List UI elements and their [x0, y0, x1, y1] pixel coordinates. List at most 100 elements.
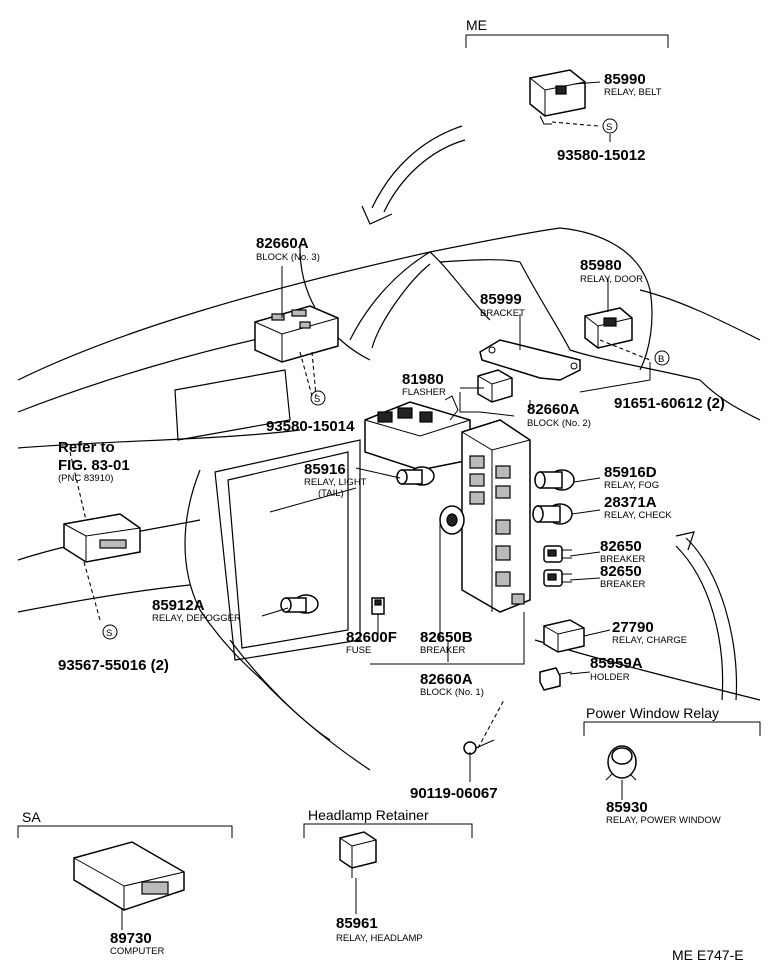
svg-text:RELAY, BELT: RELAY, BELT — [604, 87, 662, 98]
marker-b: B — [654, 350, 670, 366]
label-28371a: 28371A RELAY, CHECK — [604, 494, 672, 521]
svg-text:82660A: 82660A — [527, 401, 580, 418]
svg-text:85961: 85961 — [336, 915, 378, 932]
breaker-round-part — [439, 505, 465, 535]
section-me: ME — [465, 17, 669, 48]
svg-text:90119-06067: 90119-06067 — [410, 785, 498, 802]
computer-sa-part — [73, 841, 185, 911]
section-headlamp-title: Headlamp Retainer — [308, 807, 429, 823]
fuse-part — [371, 597, 385, 615]
label-85916d: 85916D RELAY, FOG — [604, 464, 659, 491]
label-82650b: 82650B BREAKER — [420, 629, 473, 656]
svg-text:85930: 85930 — [606, 799, 648, 816]
holder-part — [539, 667, 573, 691]
relay-check-part — [532, 503, 573, 525]
svg-text:RELAY, FOG: RELAY, FOG — [604, 480, 659, 491]
refer-module-part — [63, 513, 141, 563]
svg-text:85916D: 85916D — [604, 464, 657, 481]
svg-text:82650: 82650 — [600, 538, 642, 555]
label-93580-15012: 93580-15012 — [557, 147, 645, 164]
figure-code: ME E747-E — [672, 947, 744, 963]
relay-belt-part — [529, 69, 599, 127]
svg-text:82650B: 82650B — [420, 629, 473, 646]
svg-text:S: S — [314, 394, 320, 405]
svg-text:81980: 81980 — [402, 371, 444, 388]
svg-text:RELAY, LIGHT: RELAY, LIGHT — [304, 477, 367, 488]
relay-headlamp-part — [339, 831, 377, 878]
svg-text:BREAKER: BREAKER — [600, 579, 646, 590]
svg-text:89730: 89730 — [110, 930, 152, 947]
relay-fog-part — [534, 469, 575, 491]
label-93580-15014: 93580-15014 — [266, 418, 355, 435]
svg-text:RELAY, DOOR: RELAY, DOOR — [580, 274, 643, 285]
svg-text:FLASHER: FLASHER — [402, 387, 446, 398]
label-81980: 81980 FLASHER — [402, 371, 446, 398]
section-headlamp: Headlamp Retainer — [303, 807, 473, 838]
svg-text:FUSE: FUSE — [346, 645, 371, 656]
svg-text:HOLDER: HOLDER — [590, 672, 630, 683]
label-82660a-block1: 82660A BLOCK (No. 1) — [420, 671, 484, 698]
svg-text:FIG. 83-01: FIG. 83-01 — [58, 457, 130, 474]
label-85912a: 85912A RELAY, DEFOGGER — [152, 597, 241, 624]
svg-text:RELAY, CHARGE: RELAY, CHARGE — [612, 635, 687, 646]
label-89730: 89730 COMPUTER — [110, 930, 165, 957]
relay-defogger-part — [280, 594, 319, 614]
label-85916: 85916 RELAY, LIGHT (TAIL) — [304, 461, 367, 499]
label-85990: 85990 RELAY, BELT — [604, 71, 662, 98]
label-27790: 27790 RELAY, CHARGE — [612, 619, 687, 646]
svg-text:93567-55016 (2): 93567-55016 (2) — [58, 657, 169, 674]
svg-text:S: S — [106, 628, 112, 639]
svg-text:BREAKER: BREAKER — [600, 554, 646, 565]
marker-s-1: S — [602, 118, 618, 134]
label-93567: 93567-55016 (2) — [58, 657, 169, 674]
svg-text:S: S — [606, 122, 612, 133]
svg-text:82660A: 82660A — [256, 235, 309, 252]
label-85961: 85961 RELAY, HEADLAMP — [336, 915, 423, 944]
label-82660a-block2: 82660A BLOCK (No. 2) — [527, 401, 591, 429]
breaker-lower-part — [543, 569, 572, 587]
label-85980: 85980 RELAY, DOOR — [580, 257, 643, 285]
svg-text:28371A: 28371A — [604, 494, 657, 511]
svg-text:85980: 85980 — [580, 257, 622, 274]
leader-lines — [69, 81, 651, 930]
block-no3-part — [254, 305, 339, 397]
relay-charge-part — [543, 619, 585, 653]
svg-text:RELAY, HEADLAMP: RELAY, HEADLAMP — [336, 933, 423, 944]
marker-s-3: S — [102, 624, 118, 640]
svg-text:85959A: 85959A — [590, 655, 643, 672]
flasher-part — [477, 369, 513, 403]
label-82660a-block3: 82660A BLOCK (No. 3) — [256, 235, 320, 263]
label-85999: 85999 BRACKET — [480, 291, 525, 319]
svg-text:RELAY, POWER WINDOW: RELAY, POWER WINDOW — [606, 815, 721, 826]
relay-power-window-part — [605, 745, 637, 781]
section-power-window: Power Window Relay — [583, 705, 761, 736]
breaker-upper-part — [543, 545, 572, 563]
section-sa: SA — [17, 809, 233, 838]
svg-text:85990: 85990 — [604, 71, 646, 88]
svg-text:B: B — [658, 354, 664, 365]
label-85959a: 85959A HOLDER — [590, 655, 643, 683]
svg-text:27790: 27790 — [612, 619, 654, 636]
svg-text:RELAY, DEFOGGER: RELAY, DEFOGGER — [152, 613, 241, 624]
label-82600f: 82600F FUSE — [346, 629, 397, 656]
label-90119: 90119-06067 — [410, 785, 498, 802]
section-sa-title: SA — [22, 809, 41, 825]
label-82650-lower: 82650 BREAKER — [600, 563, 646, 590]
bracket-part — [479, 339, 581, 381]
label-91651: 91651-60612 (2) — [614, 395, 725, 412]
svg-text:(PNC 83910): (PNC 83910) — [58, 473, 113, 484]
dashboard-outline — [17, 125, 761, 771]
svg-text:85999: 85999 — [480, 291, 522, 308]
svg-text:Refer to: Refer to — [58, 439, 115, 456]
svg-text:82600F: 82600F — [346, 629, 397, 646]
svg-text:93580-15012: 93580-15012 — [557, 147, 645, 164]
svg-text:82650: 82650 — [600, 563, 642, 580]
svg-text:93580-15014: 93580-15014 — [266, 418, 355, 435]
label-85930: 85930 RELAY, POWER WINDOW — [606, 799, 721, 826]
svg-text:85912A: 85912A — [152, 597, 205, 614]
svg-text:BLOCK (No. 1): BLOCK (No. 1) — [420, 687, 484, 698]
svg-text:BLOCK (No. 2): BLOCK (No. 2) — [527, 418, 591, 429]
svg-text:BRACKET: BRACKET — [480, 308, 525, 319]
label-82650-upper: 82650 BREAKER — [600, 538, 646, 565]
